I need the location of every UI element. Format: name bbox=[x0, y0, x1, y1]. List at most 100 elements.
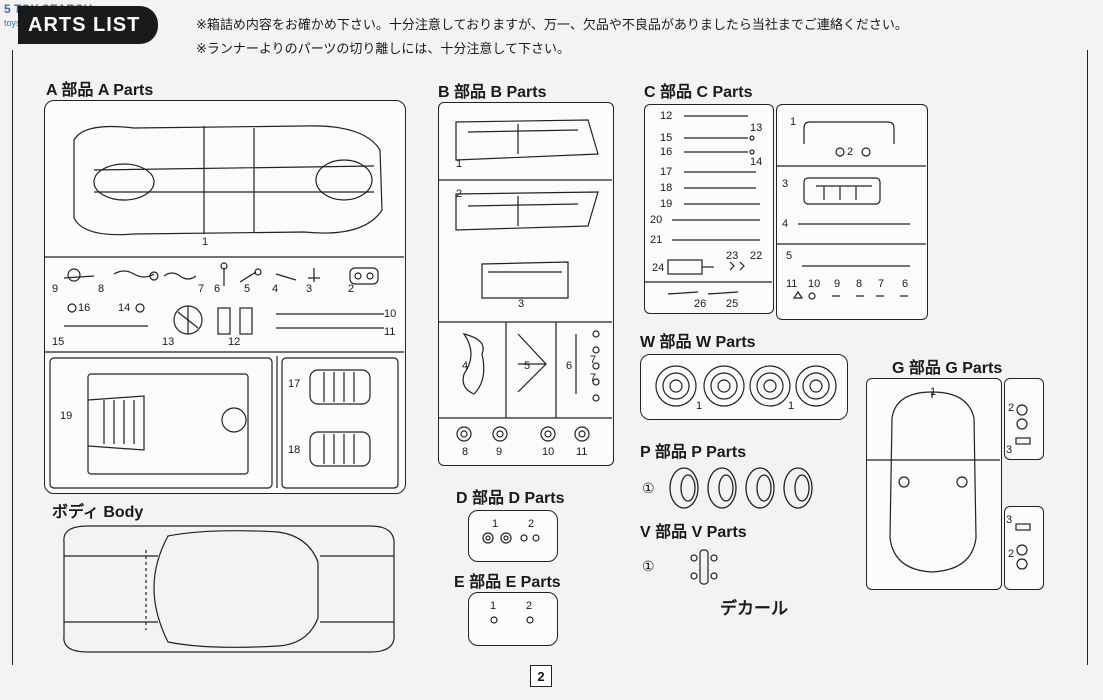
part-label: 9 bbox=[52, 283, 59, 295]
part-label: 2 bbox=[847, 146, 854, 158]
part-label: 9 bbox=[496, 446, 503, 458]
tires-drawing bbox=[669, 467, 813, 509]
part-label: 3 bbox=[518, 298, 525, 310]
part-label: 6 bbox=[566, 360, 573, 372]
decal-label: デカール bbox=[720, 599, 788, 619]
part-label: 25 bbox=[726, 298, 739, 310]
part-label: 18 bbox=[288, 444, 301, 456]
part-label: 3 bbox=[782, 178, 789, 190]
section-title-c: C 部品 C Parts bbox=[644, 84, 753, 101]
part-label: 2 bbox=[528, 518, 535, 530]
section-title-body: ボディ Body bbox=[52, 504, 144, 521]
part-label: 2 bbox=[456, 188, 463, 200]
part-label: ① bbox=[642, 480, 655, 496]
part-label: 3 bbox=[1006, 514, 1013, 526]
part-label: 13 bbox=[162, 336, 175, 348]
part-label: 20 bbox=[650, 214, 663, 226]
runner-b bbox=[438, 102, 614, 466]
part-label: 6 bbox=[902, 278, 909, 290]
part-label: 9 bbox=[834, 278, 841, 290]
section-title-b: B 部品 B Parts bbox=[438, 84, 547, 101]
runner-e bbox=[468, 592, 558, 646]
runner-g-drawing bbox=[866, 391, 1031, 573]
part-label: 12 bbox=[660, 110, 673, 122]
part-label: 1 bbox=[492, 518, 499, 530]
page-number: 2 bbox=[530, 665, 552, 687]
part-label: 1 bbox=[696, 400, 703, 412]
part-label: 1 bbox=[456, 158, 463, 170]
part-label: 1 bbox=[930, 386, 937, 398]
part-label: 7 bbox=[878, 278, 885, 290]
part-label: 24 bbox=[652, 262, 665, 274]
runner-d-drawing bbox=[482, 532, 540, 544]
part-label: 4 bbox=[462, 360, 469, 372]
part-label: 21 bbox=[650, 234, 663, 246]
part-label: 11 bbox=[786, 278, 798, 290]
runner-w-drawing bbox=[655, 365, 837, 407]
part-label: 8 bbox=[856, 278, 863, 290]
part-label: 10 bbox=[542, 446, 555, 458]
page-border bbox=[12, 50, 1088, 665]
part-label: 11 bbox=[384, 326, 396, 338]
part-label: 2 bbox=[1008, 402, 1015, 414]
part-label: 19 bbox=[660, 198, 673, 210]
part-label: 16 bbox=[78, 302, 91, 314]
part-label: 22 bbox=[750, 250, 763, 262]
part-label: 11 bbox=[576, 446, 588, 458]
part-label: 5 bbox=[524, 360, 531, 372]
part-label: 8 bbox=[462, 446, 469, 458]
part-label: 4 bbox=[782, 218, 789, 230]
runner-g-main bbox=[866, 378, 1002, 590]
runner-v-drawing bbox=[690, 549, 718, 585]
runner-c-right bbox=[776, 104, 928, 320]
part-label: 15 bbox=[660, 132, 673, 144]
parts-list-header: ARTS LIST bbox=[18, 6, 159, 44]
part-label: 10 bbox=[808, 278, 821, 290]
section-title-g: G 部品 G Parts bbox=[892, 360, 1003, 377]
part-label: 5 bbox=[244, 283, 251, 295]
note-check-contents: ※箱詰め内容をお確かめ下さい。十分注意しておりますが、万一、欠品や不良品がありま… bbox=[196, 18, 908, 33]
section-title-p: P 部品 P Parts bbox=[640, 444, 747, 461]
part-label: 6 bbox=[214, 283, 221, 295]
part-label: 17 bbox=[660, 166, 673, 178]
part-label: 2 bbox=[348, 283, 355, 295]
section-title-e: E 部品 E Parts bbox=[454, 574, 561, 591]
part-label: 1 bbox=[490, 600, 497, 612]
part-label: ① bbox=[642, 558, 655, 574]
runner-g-bottom bbox=[1004, 506, 1044, 590]
runner-c-left bbox=[644, 104, 774, 314]
part-label: 17 bbox=[288, 378, 301, 390]
part-label: 4 bbox=[272, 283, 279, 295]
part-label: 10 bbox=[384, 308, 397, 320]
part-label: 13 bbox=[750, 122, 763, 134]
part-label: 1 bbox=[788, 400, 795, 412]
part-label: 26 bbox=[694, 298, 707, 310]
part-label: 16 bbox=[660, 146, 673, 158]
part-label: 12 bbox=[228, 336, 241, 348]
runner-a-drawing bbox=[44, 125, 404, 489]
runner-c-drawing bbox=[644, 115, 926, 300]
part-label: 19 bbox=[60, 410, 73, 422]
part-label: 23 bbox=[726, 250, 739, 262]
part-label: 15 bbox=[52, 336, 65, 348]
part-label: 8 bbox=[98, 283, 105, 295]
part-label: 7 bbox=[590, 372, 597, 384]
section-title-d: D 部品 D Parts bbox=[456, 490, 565, 507]
section-title-v: V 部品 V Parts bbox=[640, 524, 747, 541]
part-label: 7 bbox=[198, 283, 205, 295]
part-label: 14 bbox=[118, 302, 131, 314]
section-title-w: W 部品 W Parts bbox=[640, 334, 756, 351]
body-drawing bbox=[63, 525, 395, 653]
part-label: 3 bbox=[1006, 444, 1013, 456]
part-label: 1 bbox=[790, 116, 797, 128]
part-label: 2 bbox=[526, 600, 533, 612]
runner-e-drawing bbox=[490, 616, 534, 624]
runner-b-drawing bbox=[438, 119, 612, 442]
part-label: 18 bbox=[660, 182, 673, 194]
part-label: 7 bbox=[590, 354, 597, 366]
part-label: 14 bbox=[750, 156, 763, 168]
section-title-a: A 部品 A Parts bbox=[46, 82, 154, 99]
note-runner-cutting: ※ランナーよりのパーツの切り離しには、十分注意して下さい。 bbox=[196, 42, 570, 57]
part-label: 2 bbox=[1008, 548, 1015, 560]
part-label: 3 bbox=[306, 283, 313, 295]
